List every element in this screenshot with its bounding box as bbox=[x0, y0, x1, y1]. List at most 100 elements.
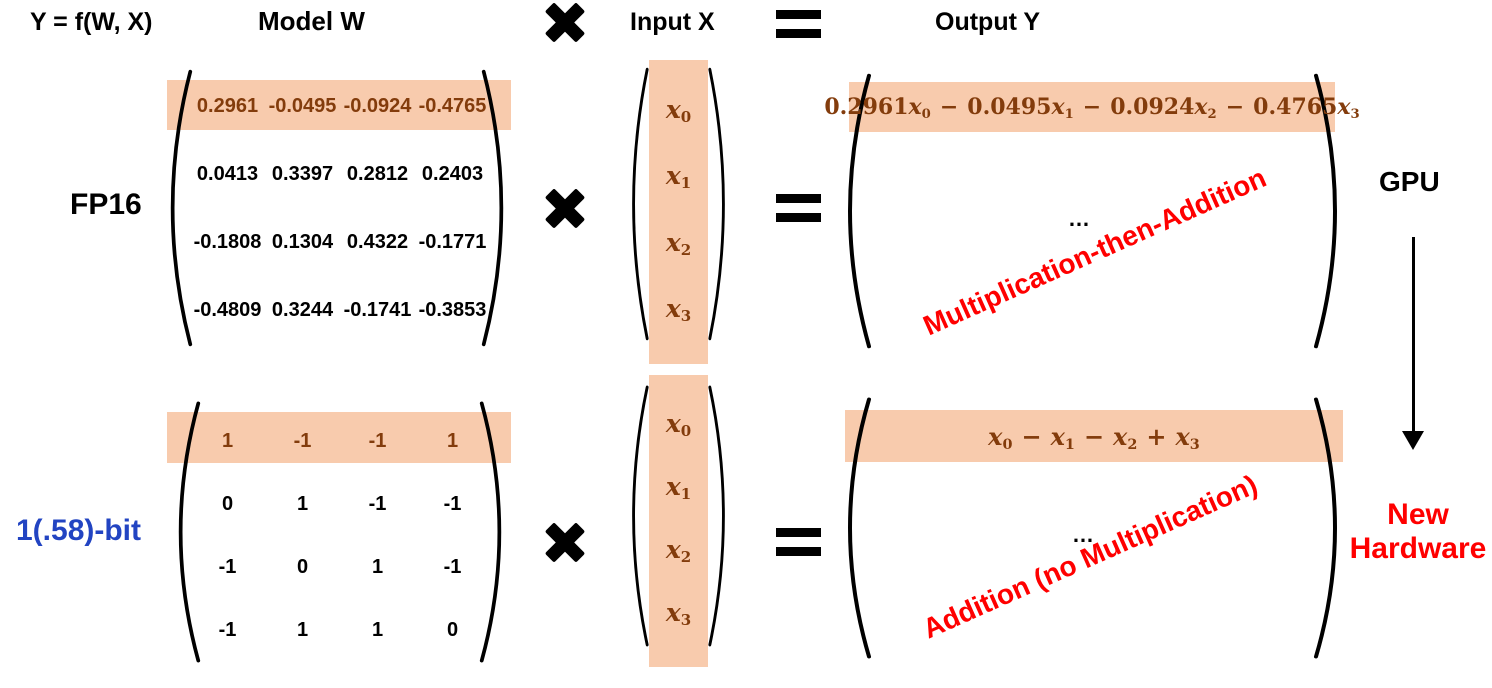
matrix-bracket-left bbox=[170, 69, 193, 347]
matrix-cell: -0.3853 bbox=[418, 298, 487, 321]
matrix-bracket-right bbox=[479, 401, 502, 663]
formula-term: x1 bbox=[1050, 421, 1075, 453]
matrix-cell: -0.4765 bbox=[418, 94, 487, 117]
vector-entry: x3 bbox=[665, 294, 692, 326]
down-arrow-line bbox=[1412, 237, 1415, 433]
heavy-equals-icon bbox=[776, 194, 821, 222]
down-arrow-head bbox=[1402, 431, 1424, 450]
vector-entry: x2 bbox=[665, 535, 692, 567]
fp16-weight-highlight bbox=[167, 80, 511, 130]
fp16-output-formula: 0.2961x0−0.0495x1−0.0924x2−0.4765x3 bbox=[824, 82, 1359, 132]
heavy-equals-icon bbox=[776, 528, 821, 556]
vector-bracket-left bbox=[632, 385, 649, 647]
matrix-cell: -0.1771 bbox=[418, 230, 487, 253]
operator: − bbox=[1083, 421, 1105, 451]
matrix-cell: 0 bbox=[446, 619, 459, 641]
fp16-weight-matrix: 0.2961 -0.0495 -0.0924 -0.4765 0.0413 0.3397 0… bbox=[190, 72, 490, 344]
bit-weight-matrix: 1 -1 -1 1 0 1 -1 -1 -1 0 1 -1 -1 1 1 0 bbox=[190, 410, 490, 662]
operator: + bbox=[1146, 421, 1167, 451]
matrix-cell: 0.3397 bbox=[271, 162, 334, 185]
heavy-equals-icon bbox=[776, 10, 821, 38]
bit-label: 1(.58)-bit bbox=[16, 514, 142, 547]
gpu-label: GPU bbox=[1379, 166, 1440, 197]
matrix-cell: -0.1808 bbox=[193, 230, 262, 253]
fp16-output-highlight bbox=[849, 82, 1335, 132]
matrix-cell: 0.2403 bbox=[421, 162, 484, 185]
matrix-cell: 1 bbox=[221, 430, 234, 452]
formula-term: x0 bbox=[988, 421, 1013, 453]
equation-title: Y = f(W, X) bbox=[30, 8, 153, 36]
vector-entry: x1 bbox=[665, 472, 692, 504]
operator: − bbox=[1225, 94, 1245, 120]
new-hardware-label: New Hardware bbox=[1349, 498, 1487, 565]
matrix-cell: 1 bbox=[296, 493, 309, 515]
matrix-cell: -1 bbox=[218, 619, 237, 641]
matrix-bracket-left bbox=[178, 401, 201, 663]
matrix-cell: -0.0924 bbox=[343, 94, 412, 117]
bit-output-formula: x0−x1−x2+x3 bbox=[845, 410, 1343, 462]
matrix-cell: 0.0413 bbox=[196, 162, 259, 185]
matrix-cell: -0.0495 bbox=[268, 94, 337, 117]
matrix-cell: -0.1741 bbox=[343, 298, 412, 321]
output-bracket-right bbox=[1314, 73, 1338, 349]
formula-term: x2 bbox=[1113, 421, 1138, 453]
matrix-cell: 0 bbox=[296, 556, 309, 578]
operator: − bbox=[1021, 421, 1042, 451]
vector-entry: x1 bbox=[665, 161, 692, 193]
matrix-cell: -1 bbox=[368, 493, 387, 515]
matrix-cell: -1 bbox=[443, 556, 462, 578]
formula-term: 0.4765x3 bbox=[1253, 94, 1360, 122]
bit-annotation-wrap: Addition (no Multiplication) bbox=[880, 468, 1300, 646]
matrix-cell: 1 bbox=[296, 619, 309, 641]
operator: − bbox=[939, 94, 959, 120]
bit-input-highlight bbox=[649, 375, 708, 667]
operator: − bbox=[1082, 94, 1102, 120]
fp16-input-highlight bbox=[649, 60, 708, 364]
matrix-cell: -1 bbox=[368, 430, 387, 452]
output-y-header: Output Y bbox=[935, 8, 1041, 36]
bit-output-ellipsis: … bbox=[1072, 522, 1094, 547]
vector-entry: x3 bbox=[665, 598, 692, 630]
matrix-cell: 0.3244 bbox=[271, 298, 334, 321]
bit-weight-highlight bbox=[167, 412, 511, 463]
vector-entry: x2 bbox=[665, 227, 692, 259]
matrix-cell: 0.2961 bbox=[196, 94, 259, 117]
matrix-cell: -1 bbox=[218, 556, 237, 578]
fp16-annotation-wrap: Multiplication-then-Addition bbox=[885, 162, 1305, 342]
output-bracket-right bbox=[1314, 397, 1338, 659]
matrix-cell: 0.2812 bbox=[346, 162, 409, 185]
vector-entry: x0 bbox=[665, 409, 692, 441]
matrix-cell: 0 bbox=[221, 493, 234, 515]
matrix-bracket-right bbox=[481, 69, 504, 347]
matrix-cell: 1 bbox=[446, 430, 459, 452]
vector-bracket-left bbox=[632, 67, 649, 341]
matrix-cell: 0.1304 bbox=[271, 230, 334, 253]
heavy-multiplication-icon bbox=[542, 0, 588, 46]
bit-input-vector: x0 x1 x2 x3 bbox=[649, 392, 708, 644]
fp16-output-annotation: Multiplication-then-Addition bbox=[918, 161, 1271, 342]
fp16-output-ellipsis: … bbox=[1068, 206, 1090, 231]
fp16-label: FP16 bbox=[70, 188, 142, 221]
output-bracket-left bbox=[847, 397, 871, 659]
heavy-multiplication-icon bbox=[542, 520, 588, 566]
matrix-cell: 0.4322 bbox=[346, 230, 409, 253]
model-w-header: Model W bbox=[258, 6, 365, 36]
heavy-multiplication-icon bbox=[542, 186, 588, 232]
bit-output-highlight bbox=[845, 410, 1343, 462]
matrix-cell: -1 bbox=[293, 430, 312, 452]
matrix-cell: -1 bbox=[443, 493, 462, 515]
matrix-cell: 1 bbox=[371, 556, 384, 578]
bit-output-annotation: Addition (no Multiplication) bbox=[917, 468, 1262, 645]
vector-bracket-right bbox=[708, 385, 725, 647]
formula-term: x3 bbox=[1175, 421, 1200, 453]
vector-entry: x0 bbox=[665, 94, 692, 126]
formula-term: 0.2961x0 bbox=[824, 94, 931, 122]
output-bracket-left bbox=[847, 73, 871, 349]
matrix-cell: -0.4809 bbox=[193, 298, 262, 321]
input-x-header: Input X bbox=[630, 8, 715, 36]
fp16-input-vector: x0 x1 x2 x3 bbox=[649, 76, 708, 342]
formula-term: 0.0495x1 bbox=[967, 94, 1074, 122]
matrix-cell: 1 bbox=[371, 619, 384, 641]
formula-term: 0.0924x2 bbox=[1110, 94, 1217, 122]
